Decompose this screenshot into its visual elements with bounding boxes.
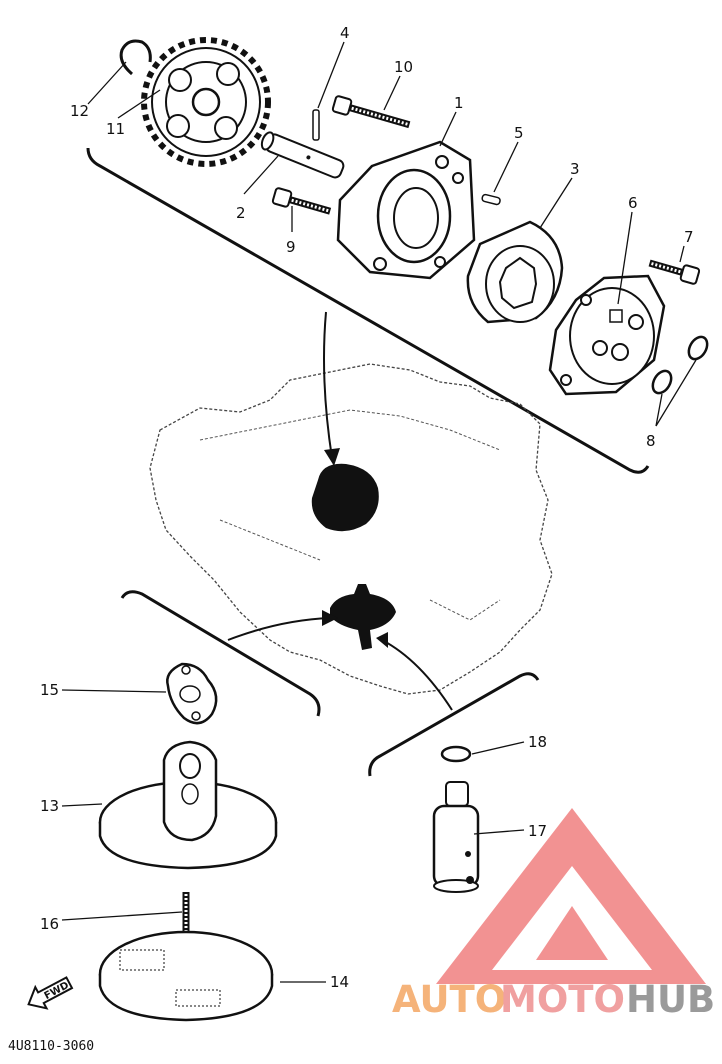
bolt-10 — [331, 95, 411, 129]
engine-outline — [149, 363, 553, 695]
strainer-screen-14 — [98, 930, 274, 1022]
outer-rotor-3 — [466, 220, 564, 324]
upper-group-bracket — [86, 147, 650, 474]
callout-6: 6 — [628, 194, 638, 212]
strainer-mount-location — [330, 584, 396, 650]
pin-5 — [481, 193, 501, 206]
callout-14: 14 — [330, 973, 349, 991]
callout-16: 16 — [40, 915, 59, 933]
arrow-pump-to-engine — [323, 311, 333, 459]
callout-7: 7 — [684, 228, 694, 246]
callout-4: 4 — [340, 24, 350, 42]
pin-4 — [312, 109, 320, 141]
arrow-strainer-head — [322, 610, 338, 626]
o-ring-8a — [651, 369, 673, 395]
pump-mount-location — [311, 463, 379, 532]
callout-17: 17 — [528, 822, 547, 840]
arrow-strainer-to-engine — [227, 617, 331, 641]
arrow-pump-head — [324, 448, 340, 466]
o-ring-18 — [440, 745, 472, 763]
leader-lines — [61, 41, 697, 983]
fwd-arrow-icon: FWD — [27, 976, 74, 1010]
o-ring-8b — [687, 335, 709, 361]
callout-15: 15 — [40, 681, 59, 699]
lower-right-bracket — [368, 672, 540, 777]
callout-5: 5 — [514, 124, 524, 142]
callout-13: 13 — [40, 797, 59, 815]
callout-3: 3 — [570, 160, 580, 178]
drive-gear-11 — [141, 37, 271, 167]
relief-valve-17 — [432, 781, 480, 893]
callout-12: 12 — [70, 102, 89, 120]
gasket-15 — [166, 662, 218, 725]
watermark-moto: MOTO — [500, 978, 625, 1021]
callout-8: 8 — [646, 432, 656, 450]
logo-triangle-core — [536, 906, 608, 960]
drawing-code: 4U8110-3060 — [8, 1039, 94, 1054]
engine-inner-outline — [199, 409, 501, 621]
callout-1: 1 — [454, 94, 464, 112]
callout-9: 9 — [286, 238, 296, 256]
callout-10: 10 — [394, 58, 413, 76]
pump-housing-1 — [336, 140, 476, 280]
bolt-7 — [648, 259, 701, 285]
pump-shaft-2 — [260, 131, 345, 179]
watermark-hub: HUB — [626, 978, 715, 1021]
bolt-9 — [271, 187, 332, 215]
callout-2: 2 — [236, 204, 246, 222]
callout-18: 18 — [528, 733, 547, 751]
circlip-12 — [119, 39, 152, 76]
lower-left-bracket — [120, 590, 321, 717]
strainer-housing-13 — [98, 740, 278, 870]
callout-11: 11 — [106, 120, 125, 138]
pump-cover-6 — [548, 274, 666, 396]
automotohub-logo — [436, 808, 706, 984]
watermark-auto: AUTO — [392, 978, 506, 1021]
arrow-relief-head — [376, 632, 388, 648]
arrow-relief-to-engine — [381, 639, 453, 711]
